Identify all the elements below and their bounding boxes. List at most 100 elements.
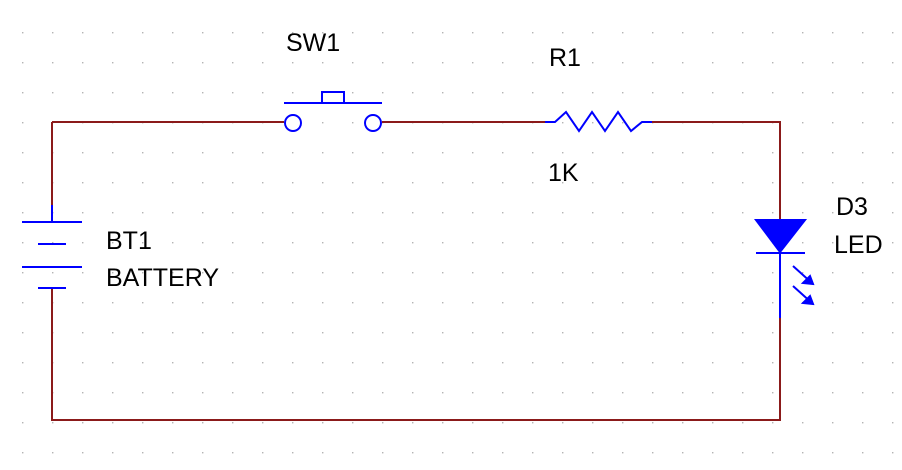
grid-dot [412,32,414,34]
grid-dot [892,182,894,184]
grid-dot [862,332,864,334]
grid-dot [682,62,684,64]
grid-dot [292,212,294,214]
grid-dot [352,212,354,214]
grid-dot [292,362,294,364]
grid-dot [262,62,264,64]
grid-dot [352,32,354,34]
grid-dot [622,182,624,184]
battery-symbol[interactable] [22,205,82,289]
grid-dot [442,392,444,394]
grid-dot [142,212,144,214]
grid-dot [412,182,414,184]
grid-dot [202,62,204,64]
grid-dot [172,302,174,304]
led-triangle [754,219,808,254]
grid-dot [712,452,714,454]
grid-dot [712,362,714,364]
grid-dot [772,62,774,64]
grid-dot [712,32,714,34]
grid-dot [232,182,234,184]
grid-dot [592,332,594,334]
grid-dot [82,92,84,94]
grid-dot [832,152,834,154]
grid-dot [742,62,744,64]
grid-dot [262,92,264,94]
grid-dot [352,122,354,124]
grid-dot [82,212,84,214]
grid-dot [652,32,654,34]
grid-dot [172,422,174,424]
grid-dot [772,422,774,424]
grid-dot [412,92,414,94]
grid-dot [472,272,474,274]
grid-dot [532,242,534,244]
grid-dot [262,32,264,34]
switch-symbol[interactable] [252,91,414,132]
grid-dot [22,92,24,94]
grid-dot [442,302,444,304]
grid-dot [262,392,264,394]
grid-dot [262,152,264,154]
grid-dot [172,242,174,244]
grid-dot [832,92,834,94]
grid-dot [382,152,384,154]
grid-dot [862,62,864,64]
grid-dot [622,92,624,94]
grid-dot [892,362,894,364]
grid-dot [52,92,54,94]
grid-dot [412,302,414,304]
grid-dot [742,452,744,454]
grid-dot [712,152,714,154]
grid-dot [532,332,534,334]
led-symbol[interactable] [754,155,815,352]
grid-dot [862,242,864,244]
grid-dot [832,212,834,214]
grid-dot [82,152,84,154]
grid-dot [832,332,834,334]
grid-dot [112,362,114,364]
grid-dot [532,152,534,154]
grid-dot [202,332,204,334]
grid-dot [112,92,114,94]
battery-ref-label: BT1 [106,227,152,255]
grid-dot [112,422,114,424]
grid-dot [52,422,54,424]
grid-dot [502,92,504,94]
grid-dot [892,122,894,124]
grid-dot [292,422,294,424]
grid-dot [502,362,504,364]
grid-dot [172,212,174,214]
grid-dot [352,92,354,94]
wire-top-left [51,121,284,222]
grid-dot [232,152,234,154]
grid-dot [562,32,564,34]
grid-dot [712,422,714,424]
grid-dot [892,212,894,214]
grid-dot [592,272,594,274]
grid-dot [292,152,294,154]
grid-dot [592,362,594,364]
grid-dot [112,152,114,154]
led-ref-label: D3 [836,193,868,221]
grid-dot [832,452,834,454]
grid-dot [172,92,174,94]
grid-dot [322,362,324,364]
grid-dot [712,272,714,274]
grid-dot [142,152,144,154]
resistor-symbol[interactable] [516,110,683,133]
grid-dot [322,422,324,424]
grid-dot [502,392,504,394]
grid-dot [802,152,804,154]
grid-dot [472,302,474,304]
grid-dot [802,392,804,394]
grid-dot [472,362,474,364]
grid-dot [532,92,534,94]
grid-dot [472,452,474,454]
grid-dot [802,62,804,64]
grid-dot [622,62,624,64]
grid-dot [772,92,774,94]
led-value-label: LED [834,231,883,259]
grid-dot [562,362,564,364]
grid-dot [892,152,894,154]
